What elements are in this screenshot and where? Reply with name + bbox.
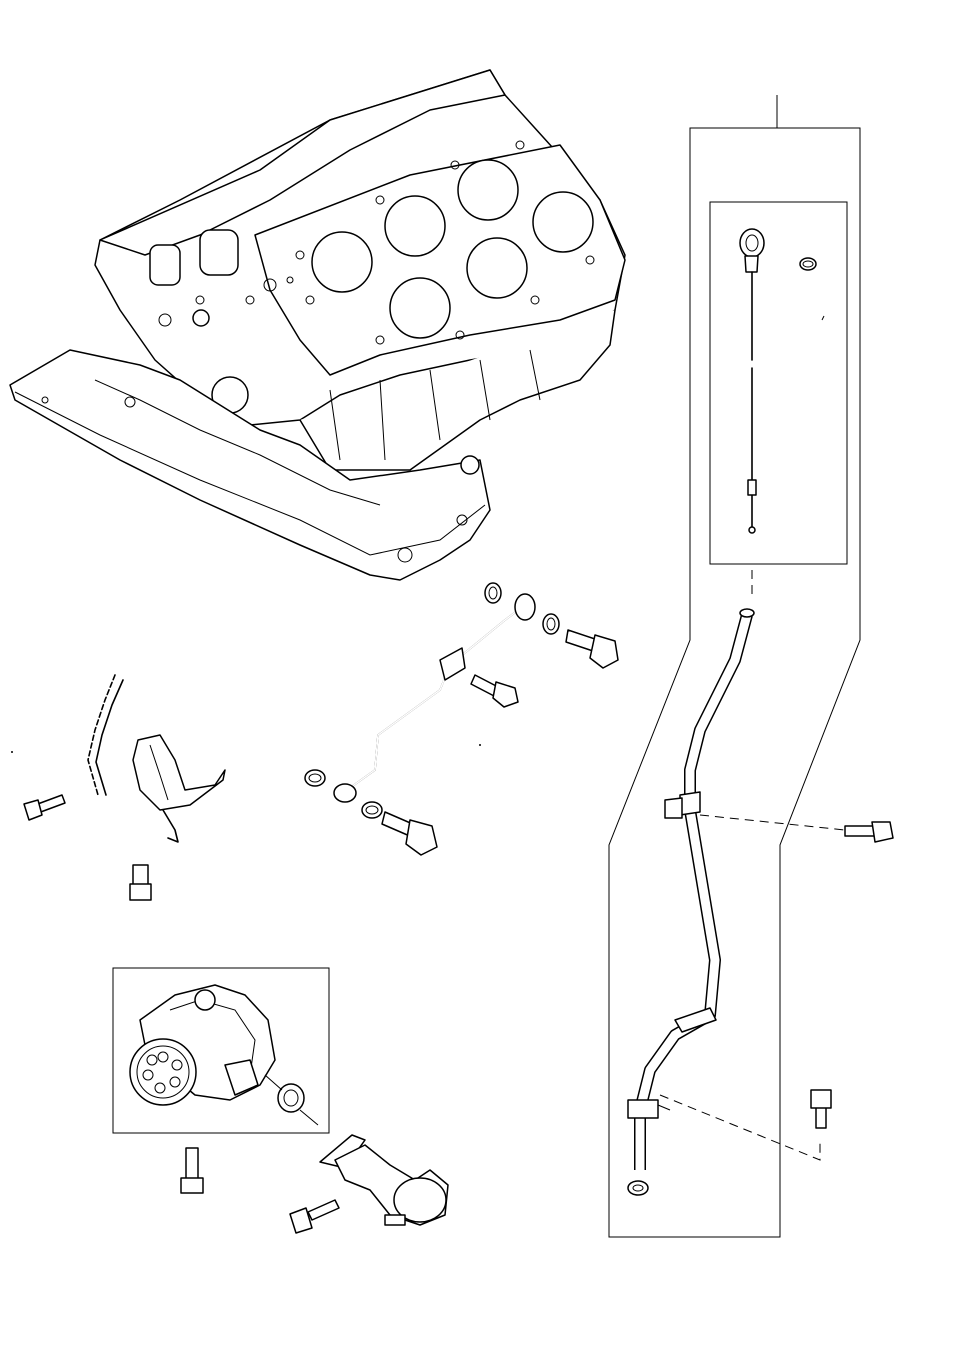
timing-chain <box>87 674 124 796</box>
oil-pickup-pipe <box>319 1134 449 1226</box>
oil-feed-pipe <box>333 593 536 803</box>
dipstick-group-frame <box>608 95 861 1238</box>
sealing-washer <box>304 582 560 819</box>
sealing-washer <box>627 1180 649 1196</box>
flange-bolt <box>470 674 519 708</box>
oil-pump-inset-frame <box>112 967 330 1134</box>
flange-bolt <box>810 821 894 1129</box>
cylinder-bores <box>311 159 594 339</box>
cylinder-block <box>94 69 626 471</box>
banjo-bolt <box>381 629 619 856</box>
o-ring <box>799 257 817 271</box>
dipstick <box>739 228 765 534</box>
flange-bolt <box>23 794 152 901</box>
pump-sprocket <box>129 1038 197 1106</box>
flange-bolt <box>180 1147 340 1234</box>
oil-sump <box>9 349 491 581</box>
dipstick-tube <box>627 608 755 1170</box>
chain-tensioner <box>132 734 226 843</box>
